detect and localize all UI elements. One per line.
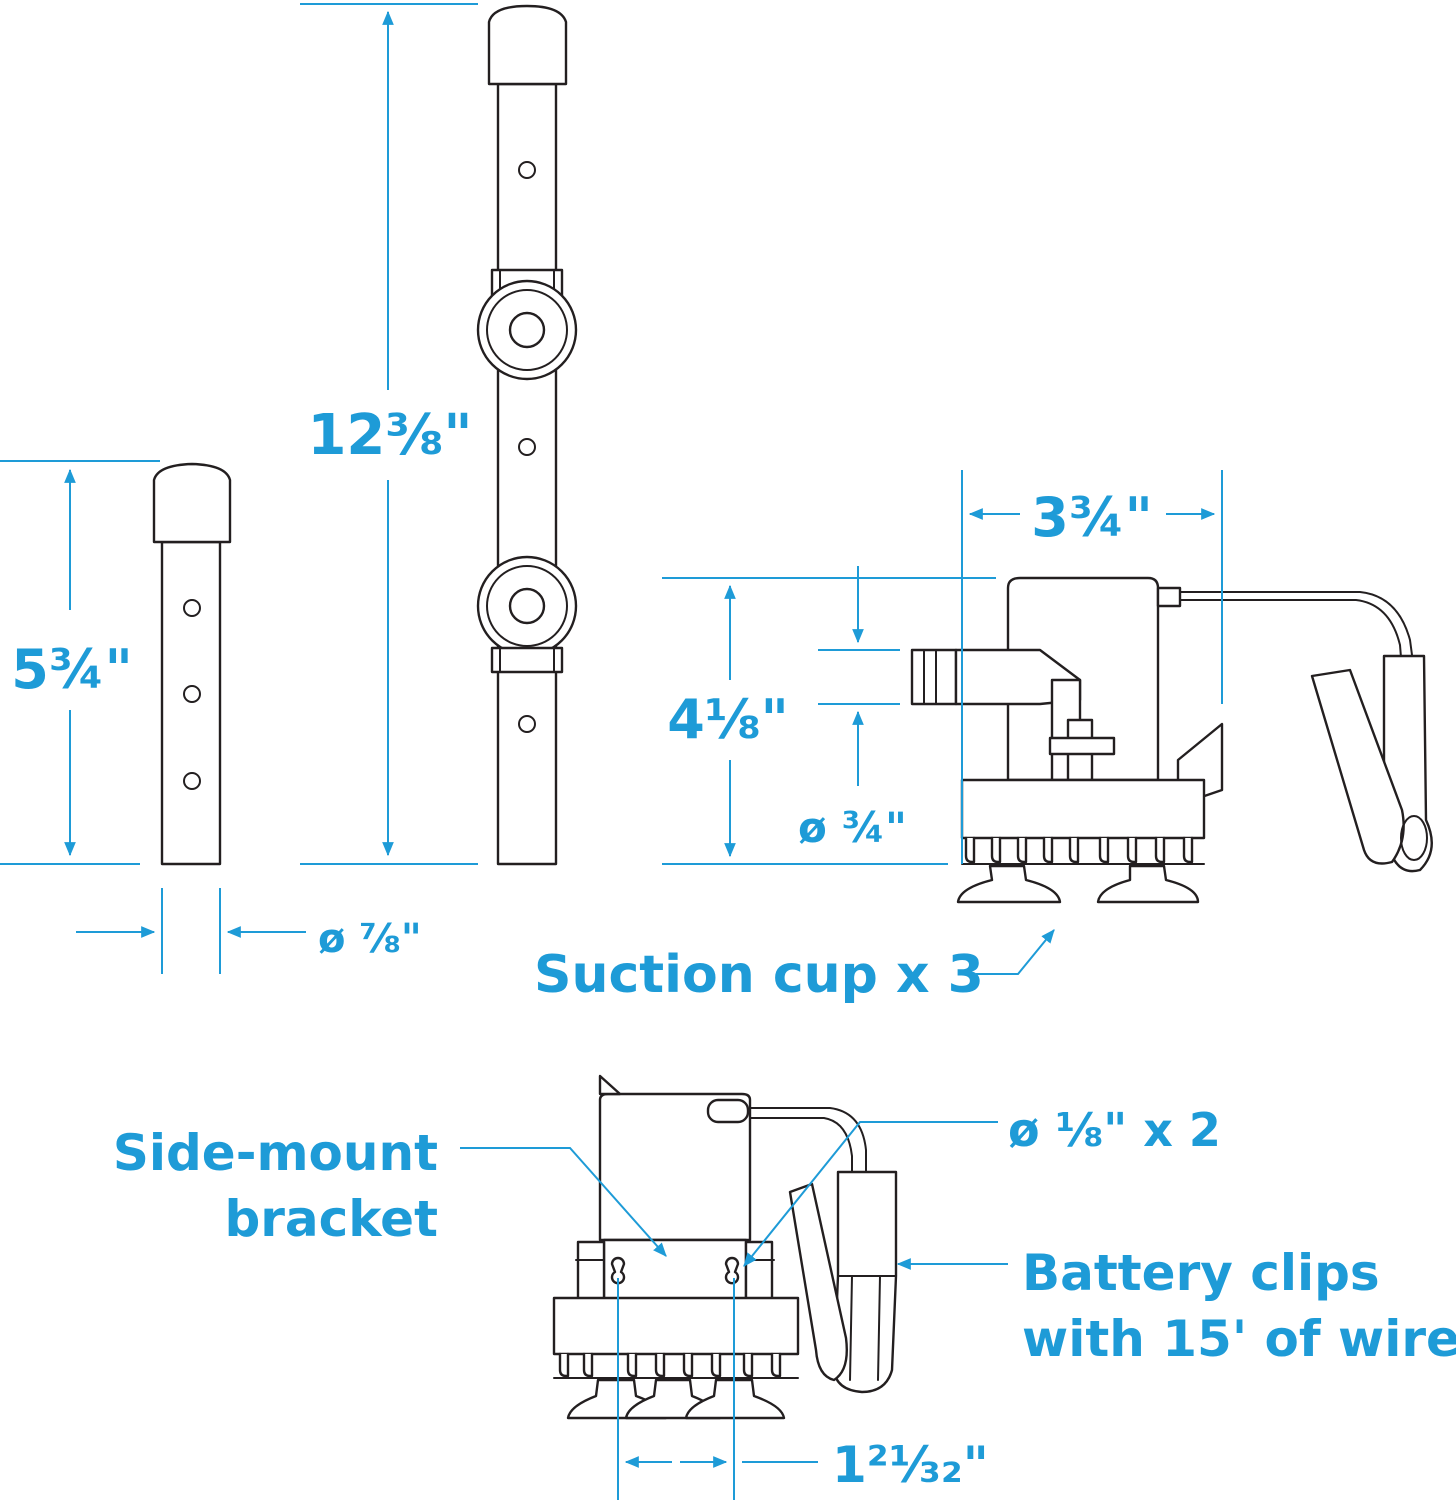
suction-cup xyxy=(956,864,1062,904)
dim-tube-diameter: ø ⅞" xyxy=(318,916,422,962)
callout-bracket-line1: Side-mount xyxy=(113,1124,438,1182)
dimension-lines xyxy=(0,3,1223,1500)
dim-pump-width: 3¾" xyxy=(1031,486,1153,549)
callout-bracket-line2: bracket xyxy=(224,1190,438,1248)
short-tube xyxy=(152,462,232,866)
intake-slots xyxy=(558,1352,782,1378)
tube-hole xyxy=(183,772,201,790)
pump-side-view xyxy=(910,576,1433,904)
dim-hole-spacing: 1²¹⁄₃₂" xyxy=(832,1436,989,1494)
long-tube xyxy=(476,4,578,866)
dim-hole-diameter: ø ⅛" x 2 xyxy=(1008,1103,1221,1157)
tube-hole xyxy=(183,599,201,617)
dim-pump-height: 4⅛" xyxy=(667,688,789,751)
dim-outlet-diameter: ø ¾" xyxy=(798,803,907,852)
suction-cup xyxy=(1096,864,1200,904)
tube-hole xyxy=(518,715,536,733)
callout-battery-line1: Battery clips xyxy=(1022,1244,1380,1302)
dim-short-tube-length: 5¾" xyxy=(11,638,133,701)
callout-battery-line2: with 15' of wire xyxy=(1022,1310,1456,1368)
tube-hole xyxy=(518,161,536,179)
callout-suction-cup: Suction cup x 3 xyxy=(534,945,984,1005)
dim-long-tube-length: 12⅜" xyxy=(307,403,472,468)
intake-slots xyxy=(964,836,1194,864)
tube-hole xyxy=(183,685,201,703)
battery-clip xyxy=(788,1182,848,1382)
tube-hole xyxy=(518,438,536,456)
pump-front-view xyxy=(552,1074,898,1420)
